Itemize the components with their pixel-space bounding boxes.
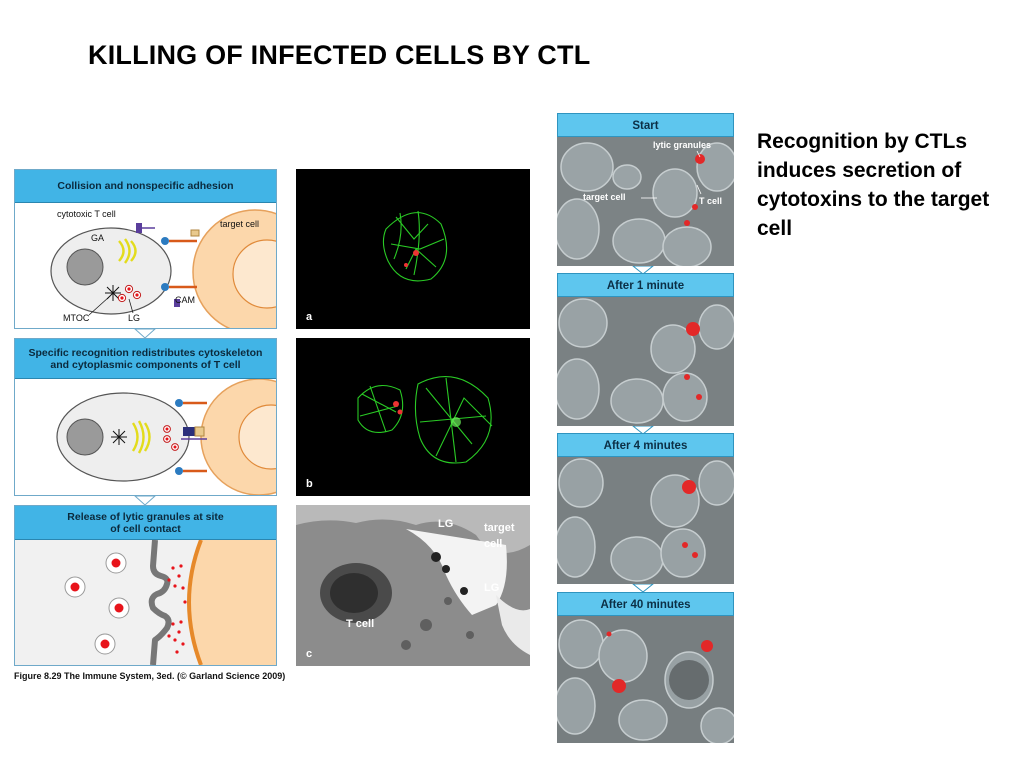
adhesion-diagram: cytotoxic T cell GA target cell CAM MTOC… — [50, 209, 318, 335]
target-cell-shape — [200, 378, 318, 496]
timelapse-40min: After 40 minutes — [557, 592, 734, 743]
adhesion-molecules — [136, 223, 200, 307]
schematic-panel-recognition: Specific recognition redistributes cytos… — [14, 338, 318, 496]
micrograph-label-b: b — [306, 478, 313, 490]
timelapse-header: After 4 minutes — [557, 433, 734, 457]
golgi-apparatus — [131, 420, 151, 454]
panel-header-text: Release of lytic granules at site — [67, 510, 224, 523]
panel-header-release: Release of lytic granules at site of cel… — [15, 506, 276, 540]
adhesion-molecules — [175, 399, 207, 475]
panel-header-text: of cell contact — [110, 522, 181, 535]
fluorescence-image-a — [382, 210, 448, 282]
t-cell-shape — [50, 227, 172, 315]
t-cell-membrane — [148, 539, 172, 666]
golgi-apparatus — [118, 238, 137, 264]
arrow-down-icon — [632, 426, 654, 435]
label-lg-1: LG — [438, 518, 453, 530]
micrograph-a: a — [296, 169, 530, 329]
micrograph-label-c: c — [306, 648, 313, 660]
label-lg-2: LG — [484, 582, 499, 594]
timelapse-header: After 1 minute — [557, 273, 734, 297]
timelapse-image-start: lytic granules target cell T cell — [557, 137, 734, 266]
label-cytotoxic-t-cell: cytotoxic T cell — [57, 209, 116, 219]
label-cam: CAM — [175, 295, 195, 305]
label-lg: LG — [128, 313, 140, 323]
recognition-diagram — [56, 378, 318, 496]
label-target-2: cell — [484, 538, 502, 550]
panel-header-text: Collision and nonspecific adhesion — [57, 180, 234, 192]
micrograph-b: b — [296, 338, 530, 496]
target-cell-shape — [187, 539, 276, 666]
micrograph-label-a: a — [306, 311, 313, 323]
label-mtoc: MTOC — [63, 313, 90, 323]
label-target-cell: target cell — [583, 192, 626, 202]
slide-caption: Recognition by CTLs induces secretion of… — [757, 130, 990, 240]
electron-micrograph-c: LG target cell LG T cell — [296, 505, 530, 666]
label-lytic-granules: lytic granules — [653, 140, 711, 150]
label-t-cell: T cell — [346, 618, 374, 630]
panel-header-text: and cytoplasmic components of T cell — [50, 358, 241, 371]
lytic-granules — [117, 284, 142, 303]
timelapse-header: After 40 minutes — [557, 592, 734, 616]
micrograph-c: LG target cell LG T cell c — [296, 505, 530, 666]
timelapse-4min: After 4 minutes — [557, 433, 734, 584]
arrow-down-icon — [632, 584, 654, 593]
timelapse-header: Start — [557, 113, 734, 137]
arrow-down-icon — [134, 496, 156, 506]
arrow-down-icon — [134, 329, 156, 339]
lytic-granules — [64, 552, 130, 655]
arrow-down-icon — [632, 266, 654, 275]
label-t-cell: T cell — [699, 196, 722, 206]
released-cytotoxins — [167, 564, 187, 654]
release-diagram — [15, 539, 276, 666]
label-target-cell: target cell — [220, 219, 259, 229]
label-ga: GA — [91, 233, 104, 243]
schematic-panel-adhesion: Collision and nonspecific adhesion — [14, 169, 318, 335]
timelapse-image-1min — [557, 297, 734, 426]
mtoc-icon — [111, 429, 127, 445]
timelapse-1min: After 1 minute — [557, 273, 734, 426]
fluorescence-image-b — [357, 376, 493, 464]
label-target-1: target — [484, 522, 515, 534]
panel-header-recognition: Specific recognition redistributes cytos… — [15, 339, 276, 379]
panel-header-text: Specific recognition redistributes cytos… — [28, 346, 263, 359]
schematic-panel-release: Release of lytic granules at site of cel… — [14, 505, 277, 666]
slide-title: KILLING OF INFECTED CELLS BY CTL — [88, 40, 591, 70]
panel-header-adhesion: Collision and nonspecific adhesion — [15, 170, 276, 203]
lytic-granules — [163, 425, 179, 451]
figure-caption: Figure 8.29 The Immune System, 3ed. (© G… — [14, 671, 286, 681]
timelapse-image-4min — [557, 457, 734, 584]
timelapse-start: Start lytic granules target cell T cell — [557, 113, 734, 266]
timelapse-image-40min — [557, 616, 734, 743]
